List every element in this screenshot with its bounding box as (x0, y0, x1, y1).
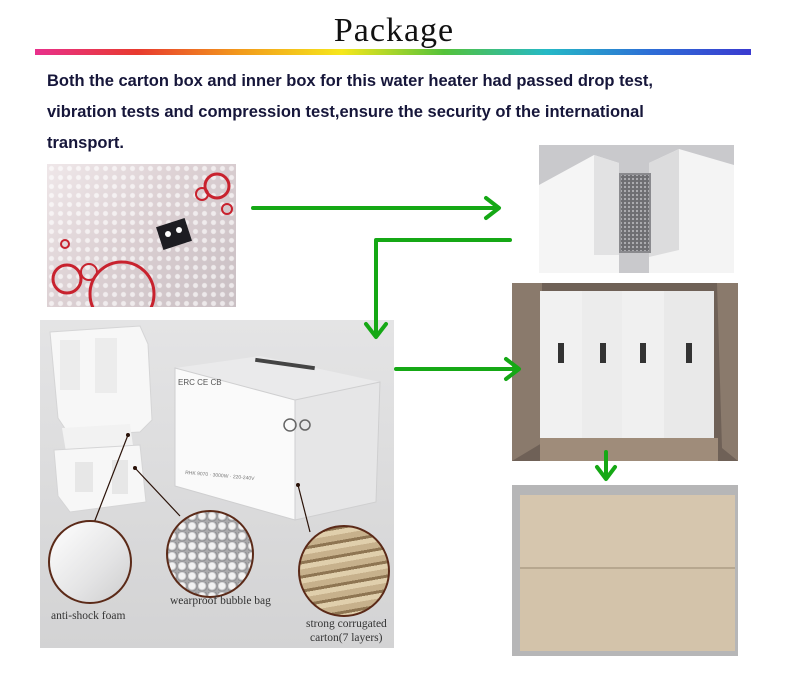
inner-box-foam-photo (539, 145, 734, 273)
carton-label-line2: carton(7 layers) (310, 632, 383, 644)
panel-decor (51, 172, 233, 307)
open-carton-drawing (512, 283, 738, 461)
corrugated-carton-photo (512, 485, 738, 656)
package-composite-photo: ERC CE CB RHK 9070 · 3000W · 220-240V an… (40, 320, 394, 648)
bubble-bag-closeup-circle (166, 510, 254, 598)
carton-label-line1: strong corrugated (306, 618, 387, 630)
intro-line-3: transport. (47, 134, 125, 152)
intro-paragraph: Both the carton box and inner box for th… (47, 66, 747, 159)
inner-box-drawing (539, 145, 734, 273)
page-title: Package (333, 12, 455, 49)
bubble-wrapped-panel-photo (47, 164, 236, 307)
box-cert-marks: ERC CE CB (178, 378, 222, 387)
intro-line-1: Both the carton box and inner box for th… (47, 72, 654, 90)
intro-line-2: vibration tests and compression test,ens… (47, 103, 644, 121)
corrugated-carton-drawing (512, 485, 738, 656)
arrow-right-top (251, 196, 501, 220)
open-carton-photo (512, 283, 738, 461)
corrugated-closeup-circle (298, 525, 390, 617)
composite-drawing (49, 325, 381, 521)
foam-closeup-circle (48, 520, 132, 604)
arrow-right-middle (394, 357, 521, 381)
foam-label: anti-shock foam (51, 610, 126, 622)
callout-lines (91, 433, 311, 533)
bubble-bag-label: wearproof bubble bag (170, 595, 271, 607)
rainbow-divider (35, 49, 751, 55)
